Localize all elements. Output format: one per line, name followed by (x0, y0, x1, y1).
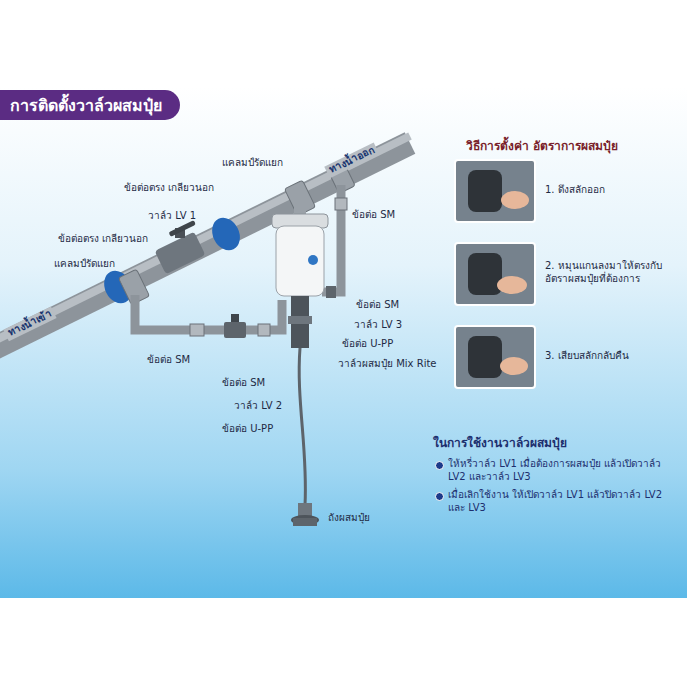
part-label: ข้อต่อ SM (356, 299, 399, 312)
saddle-clamp (118, 160, 355, 304)
step-text: 2. หมุนแกนลงมาให้ตรงกับ อัตราผสมปุ๋ยที่ต… (545, 260, 673, 285)
outlet-branch (322, 185, 347, 298)
part-label: ข้อต่อ U-PP (222, 423, 273, 436)
tank-fitting (291, 503, 319, 526)
part-label: แคลมป์รัดแยก (222, 157, 283, 170)
part-label: วาล์ว LV 1 (148, 210, 196, 223)
usage-instruction: ให้หรี่วาล์ว LV1 เมื่อต้องการผสมปุ๋ย แล้… (448, 458, 676, 483)
part-label: วาล์ว LV 2 (234, 400, 282, 413)
part-label: ข้อต่อตรง เกลียวนอก (124, 182, 214, 195)
mix-rite-injector (272, 198, 328, 348)
title-text: การติดตั้งวาล์วผสมปุ๋ย (10, 93, 162, 118)
step-photo (455, 160, 535, 388)
suction-hose (299, 348, 305, 505)
part-label: ข้อต่อ SM (222, 377, 265, 390)
part-label: ข้อต่อ SM (352, 209, 395, 222)
step-text: 3. เสียบสลักกลับคืน (545, 350, 629, 363)
blue-coupling (99, 213, 245, 308)
part-label: วาล์ว LV 3 (354, 319, 402, 332)
valve-lv1 (155, 220, 206, 274)
title-band: การติดตั้งวาล์วผสมปุ๋ย (0, 90, 180, 120)
pipe-highlight (0, 136, 410, 343)
inlet-branch (135, 295, 282, 338)
usage-heading: ในการใช้งานวาล์วผสมปุ๋ย (433, 436, 567, 451)
bullet-dot (435, 461, 444, 470)
bullet-dot (435, 492, 444, 501)
main-pipe (0, 143, 410, 350)
part-label: ข้อต่อ SM (147, 354, 190, 367)
section-heading: วิธีการตั้งค่า อัตราการผสมปุ๋ย (466, 139, 618, 154)
part-label: แคลมป์รัดแยก (54, 258, 115, 271)
part-label: วาล์วผสมปุ๋ย Mix Rite (338, 358, 436, 371)
part-label: ถังผสมปุ๋ย (328, 512, 370, 525)
step-text: 1. ดึงสลักออก (545, 184, 605, 197)
usage-instruction: เมื่อเลิกใช้งาน ให้เปิดวาล์ว LV1 แล้วปิด… (448, 489, 676, 514)
part-label: ข้อต่อตรง เกลียวนอก (58, 233, 148, 246)
part-label: ข้อต่อ U-PP (342, 338, 393, 351)
